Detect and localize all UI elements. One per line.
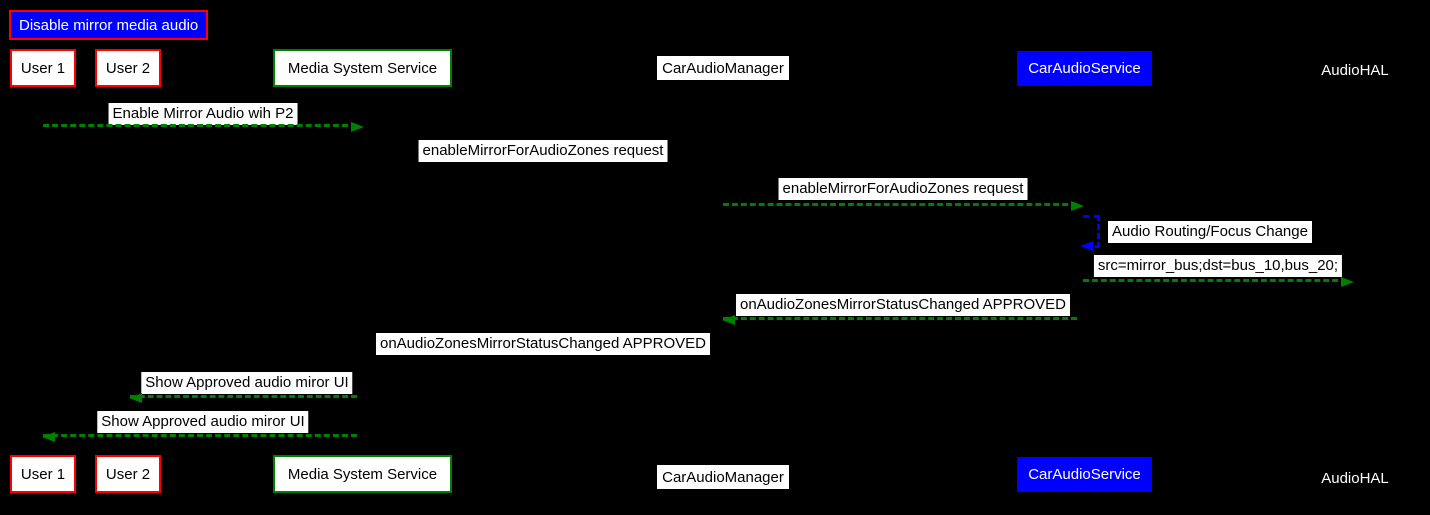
participant-user1-top: User 1	[10, 49, 76, 87]
message-label-enable-zones-1: enableMirrorForAudioZones request	[418, 140, 668, 162]
participant-caraudioservice-top: CarAudioService	[1017, 51, 1152, 86]
dashed-line	[43, 124, 357, 127]
participant-media-system-service-top: Media System Service	[273, 49, 452, 87]
message-arrow-status-changed-1	[722, 315, 1083, 325]
message-arrow-src-dst	[1083, 277, 1354, 287]
dashed-line	[1083, 279, 1347, 282]
message-label-enable-zones-2: enableMirrorForAudioZones request	[778, 178, 1028, 200]
arrowhead-left-icon	[722, 315, 735, 325]
arrowhead-right-icon	[1071, 201, 1084, 211]
diagram-title-note: Disable mirror media audio	[9, 10, 209, 40]
arrowhead-right-icon	[351, 122, 364, 132]
participant-caraudiomanager-top: CarAudioManager	[657, 56, 789, 80]
dashed-line	[723, 203, 1077, 206]
arrowhead-right-icon	[1341, 277, 1354, 287]
message-label-status-changed-1: onAudioZonesMirrorStatusChanged APPROVED	[735, 294, 1071, 316]
dashed-line	[43, 434, 357, 437]
arrowhead-left-icon	[42, 432, 55, 442]
message-arrow-status-changed-2	[362, 354, 723, 364]
message-arrow-show-ui-user2	[129, 393, 363, 403]
message-arrow-enable-mirror	[43, 122, 364, 132]
arrowhead-left-icon	[362, 354, 375, 364]
message-label-show-ui-user1: Show Approved audio miror UI	[97, 411, 309, 433]
dashed-line	[723, 317, 1077, 320]
self-message-loop-top	[1083, 215, 1100, 218]
dashed-line	[363, 163, 717, 166]
arrowhead-right-icon	[711, 161, 724, 171]
participant-user2-bottom: User 2	[95, 455, 161, 493]
message-label-src-dst: src=mirror_bus;dst=bus_10,bus_20;	[1093, 255, 1343, 277]
participant-audiohal-top: AudioHAL	[1321, 61, 1389, 79]
participant-caraudioservice-bottom: CarAudioService	[1017, 457, 1152, 492]
message-label-audio-routing: Audio Routing/Focus Change	[1108, 221, 1312, 243]
self-message-loop-right	[1097, 215, 1100, 248]
dashed-line	[130, 395, 357, 398]
message-arrow-show-ui-user1	[42, 432, 363, 442]
message-arrow-enable-zones-2	[723, 201, 1084, 211]
message-label-enable-mirror: Enable Mirror Audio wih P2	[108, 103, 298, 125]
dashed-line	[363, 356, 717, 359]
participant-user1-bottom: User 1	[10, 455, 76, 493]
participant-media-system-service-bottom: Media System Service	[273, 455, 452, 493]
arrowhead-left-icon	[1080, 241, 1093, 251]
self-message-loop-bottom	[1087, 245, 1100, 248]
message-label-show-ui-user2: Show Approved audio miror UI	[141, 372, 353, 394]
participant-caraudiomanager-bottom: CarAudioManager	[657, 465, 789, 489]
message-label-status-changed-2: onAudioZonesMirrorStatusChanged APPROVED	[375, 333, 711, 355]
arrowhead-left-icon	[129, 393, 142, 403]
participant-audiohal-bottom: AudioHAL	[1321, 469, 1389, 487]
message-arrow-enable-zones-1	[363, 161, 724, 171]
participant-user2-top: User 2	[95, 49, 161, 87]
